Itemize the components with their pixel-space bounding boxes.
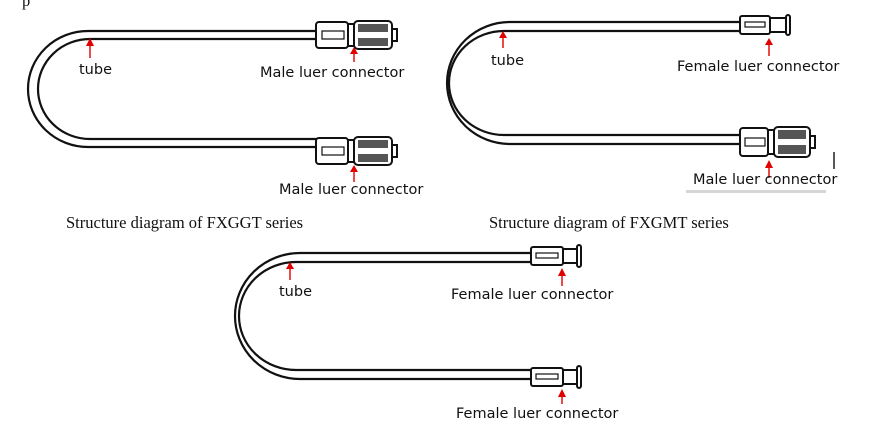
label-bottom-connector: Male luer connector (279, 182, 423, 198)
caption-fxggt: Structure diagram of FXGGT series (66, 213, 303, 232)
male-luer-connector-bottom (739, 126, 816, 158)
tube-outer (445, 20, 742, 146)
label-top-connector: Male luer connector (260, 65, 404, 81)
label-top-connector: Female luer connector (677, 59, 839, 75)
male-luer-connector-top (315, 20, 398, 50)
arrow-top-connector (558, 268, 566, 286)
tube-outer (26, 29, 318, 149)
diagram-fxggt: tube Male luer connector Male luer conne… (26, 20, 423, 232)
female-luer-connector-bottom (530, 365, 582, 389)
label-top-connector: Female luer connector (451, 287, 613, 303)
arrow-bottom-connector (350, 165, 358, 182)
arrow-top-connector (765, 38, 773, 56)
tube-outer (233, 251, 532, 381)
arrow-tube (86, 38, 94, 58)
arrow-bottom-connector (765, 160, 773, 178)
label-bottom-connector: Male luer connector (693, 172, 837, 188)
male-luer-connector-bottom (315, 136, 398, 166)
page-fragment-glyph: p (22, 0, 30, 10)
tube-inner (36, 37, 318, 141)
diagram-fxgft: tube Female luer connector Female luer c… (233, 244, 618, 422)
label-tube: tube (279, 284, 312, 300)
caption-fxgmt: Structure diagram of FXGMT series (489, 213, 729, 232)
tube-inner (237, 260, 532, 372)
diagram-fxgmt: tube Female luer connector Male luer con… (445, 14, 839, 232)
label-tube: tube (79, 62, 112, 78)
label-tube: tube (491, 53, 524, 69)
arrow-tube (286, 262, 294, 280)
label-bottom-connector: Female luer connector (456, 406, 618, 422)
female-luer-connector-top (739, 14, 791, 36)
arrow-top-connector (350, 47, 358, 62)
label-ghost-artifact (686, 190, 826, 193)
arrow-tube (499, 31, 507, 48)
tube-inner (447, 29, 742, 137)
arrow-bottom-connector (558, 389, 566, 404)
female-luer-connector-top (530, 244, 582, 268)
